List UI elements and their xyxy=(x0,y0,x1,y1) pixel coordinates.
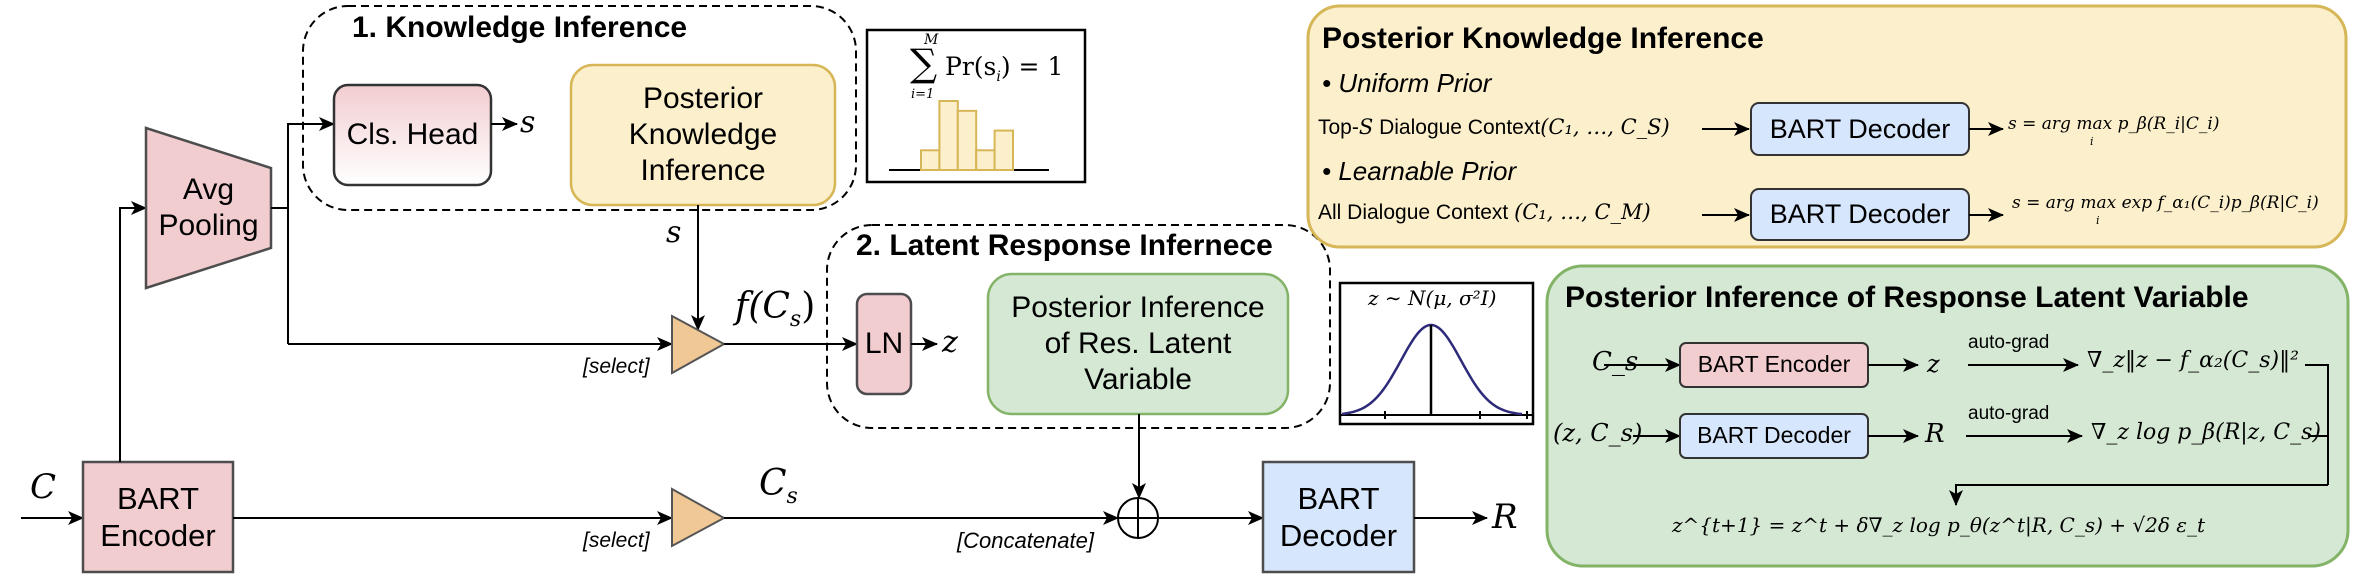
learnable-prior-heading: • Learnable Prior xyxy=(1322,156,1517,186)
cls-head-label: Cls. Head xyxy=(346,118,479,151)
posterior-knowledge-text: Posterior Knowledge Inference xyxy=(571,65,835,205)
histogram-formula-tail: ) = 1 xyxy=(1000,52,1064,81)
bart-decoder-box xyxy=(1261,460,1416,574)
encoder-to-pooling-line xyxy=(119,201,147,462)
f-cs-label: f(Cs) xyxy=(735,289,815,331)
update-rule-arrow xyxy=(1949,484,2328,506)
input-c-label: C xyxy=(30,467,57,507)
latent-decoder-label: BART Decoder xyxy=(1697,422,1851,449)
bart-decoder-line2: Decoder xyxy=(1279,518,1398,553)
avg-pooling-text: Avg Pooling xyxy=(146,168,271,248)
latent-row2-input: (z, C_s) xyxy=(1553,419,1643,447)
cs-label: Cs xyxy=(759,466,798,508)
histogram-sum-bottom: i=1 xyxy=(911,87,935,102)
group2-title: 2. Latent Response Infernece xyxy=(856,229,1273,262)
group1-title: 1. Knowledge Inference xyxy=(352,11,688,44)
group2-dashed-box xyxy=(826,224,1331,429)
cs-sub: s xyxy=(786,484,798,510)
uniform-input-text: Dialogue Context xyxy=(1373,116,1541,139)
pooling-to-cls-line xyxy=(287,117,335,344)
cls-head-box xyxy=(332,83,493,187)
uniform-input-math: (C₁, …, C_S) xyxy=(1540,115,1670,139)
select-triangle-top xyxy=(671,314,727,375)
latent-row1-input: C_s xyxy=(1592,347,1639,377)
f-cs-main: f(C xyxy=(735,286,790,327)
posterior-knowledge-line1: Posterior xyxy=(642,82,764,115)
latent-row2-r: R xyxy=(1925,419,1945,449)
histogram-formula-body: Pr(s xyxy=(945,52,997,81)
knowledge-panel-title: Posterior Knowledge Inference xyxy=(1322,22,1764,55)
latent-panel-bg xyxy=(1545,264,2350,568)
latent-panel-title: Posterior Inference of Response Latent V… xyxy=(1565,281,2249,314)
gaussian-formula: z ∼ N(μ, σ²I) xyxy=(1368,286,1497,310)
histogram-bar xyxy=(993,129,1014,171)
posterior-response-text: Posterior Inference of Res. Latent Varia… xyxy=(988,274,1288,414)
s-label: s xyxy=(666,215,682,250)
f-cs-close: ) xyxy=(801,286,816,327)
latent-encoder-label: BART Encoder xyxy=(1697,351,1851,378)
concat-plus-icon xyxy=(1117,497,1159,539)
uniform-output-sub: i xyxy=(2090,135,2094,148)
posterior-knowledge-line2: Knowledge xyxy=(628,118,778,151)
avg-pooling-line2: Pooling xyxy=(158,209,259,242)
uniform-prior-heading: • Uniform Prior xyxy=(1322,68,1492,98)
learnable-input-text: All Dialogue Context xyxy=(1318,201,1515,224)
select-triangle-bottom xyxy=(671,487,727,548)
autograd-label-2: auto-grad xyxy=(1968,403,2050,424)
gradient-merge-bracket xyxy=(2305,364,2329,485)
bart-encoder-line1: BART xyxy=(116,480,200,516)
learnable-output-sub: i xyxy=(2096,214,2100,227)
bart-encoder-line2: Encoder xyxy=(100,518,216,553)
histogram-bar xyxy=(975,149,996,172)
posterior-response-line1: Posterior Inference xyxy=(1011,291,1265,324)
bart-decoder-text: BART Decoder xyxy=(1263,462,1414,572)
cls-output-s: s xyxy=(520,105,536,140)
ln-output-z: z xyxy=(942,325,958,360)
uniform-input-prefix: Top- xyxy=(1318,116,1359,139)
bart-decoder-line1: BART xyxy=(1297,480,1380,516)
posterior-response-line2: of Res. Latent xyxy=(1044,327,1232,360)
histogram-sum-top: M xyxy=(924,32,939,48)
cs-main: C xyxy=(759,463,787,504)
histogram-bar xyxy=(938,100,959,171)
learnable-decoder-label: BART Decoder xyxy=(1769,199,1951,230)
avg-pooling-line1: Avg xyxy=(182,173,235,206)
posterior-response-line3: Variable xyxy=(1084,363,1192,396)
update-rule-formula: z^{t+1} = z^t + δ∇_z log p_θ(z^t|R, C_s)… xyxy=(1672,513,2206,537)
bart-encoder-box xyxy=(81,460,235,574)
latent-row1-z: z xyxy=(1927,350,1940,378)
learnable-input-label: All Dialogue Context (C₁, …, C_M) xyxy=(1318,200,1651,224)
histogram-formula: Pr(si) = 1 xyxy=(945,54,1063,84)
latent-row2-grad: ∇_z log p_β(R|z, C_s) xyxy=(2091,420,2321,445)
histogram-formula-sub: i xyxy=(996,69,1001,85)
bart-encoder-text: BART Encoder xyxy=(83,462,233,572)
group1-dashed-box xyxy=(302,5,857,211)
posterior-knowledge-line3: Inference xyxy=(640,154,766,187)
latent-row1-grad: ∇_z‖z − f_α₂(C_s)‖² xyxy=(2087,348,2299,373)
posterior-knowledge-box xyxy=(569,63,837,207)
uniform-decoder-label: BART Decoder xyxy=(1769,113,1951,144)
ln-label: LN xyxy=(864,327,904,360)
avg-pooling-shape xyxy=(144,126,273,290)
uniform-input-label: Top-S Dialogue Context(C₁, …, C_S) xyxy=(1318,115,1670,139)
histogram-sum-symbol: ∑ xyxy=(910,41,938,85)
learnable-input-math: (C₁, …, C_M) xyxy=(1514,200,1651,224)
uniform-input-s: S xyxy=(1358,115,1374,139)
histogram-inset xyxy=(865,28,1087,184)
output-r-label: R xyxy=(1492,497,1518,537)
concatenate-label: [Concatenate] xyxy=(957,528,1094,553)
histogram-bar xyxy=(920,149,941,172)
autograd-label-1: auto-grad xyxy=(1968,332,2050,353)
uniform-output-formula: s = arg max p_β(R_i|C_i) xyxy=(2008,114,2220,134)
histogram-bar xyxy=(956,109,978,171)
learnable-output-formula: s = arg max exp f_α₁(C_i)p_β(R|C_i) xyxy=(2012,193,2319,213)
gaussian-inset xyxy=(1338,281,1535,426)
select-label-bottom: [select] xyxy=(583,529,650,552)
f-cs-sub: s xyxy=(789,307,802,333)
select-label-top: [select] xyxy=(583,355,650,378)
